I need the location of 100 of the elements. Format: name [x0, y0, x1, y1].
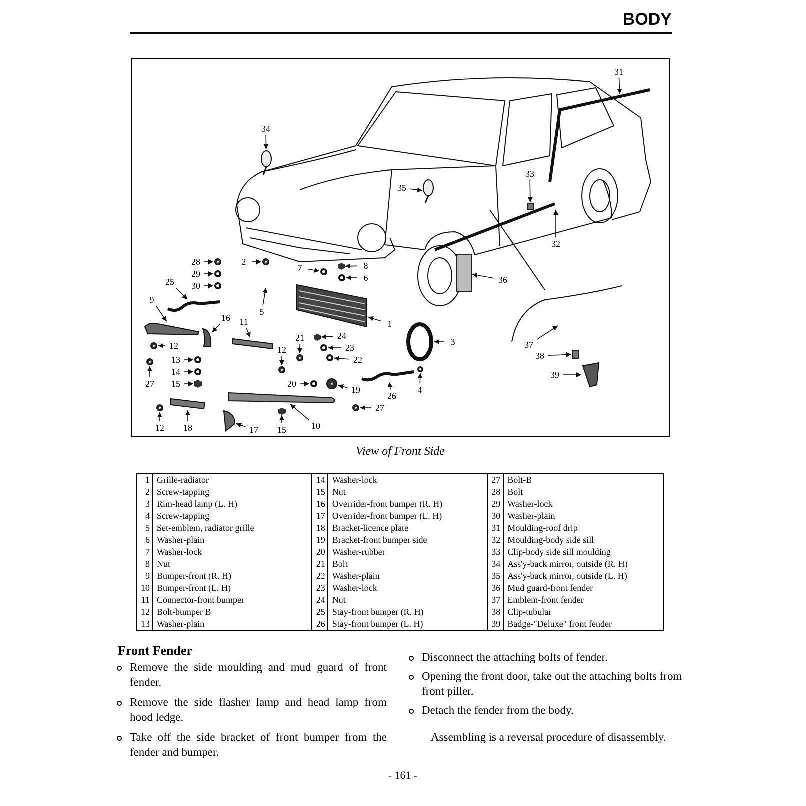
part-name: Moulding-roof drip — [506, 522, 578, 534]
part-name: Stay-front bumper (R. H) — [331, 606, 424, 618]
part-number: 10 — [137, 582, 153, 594]
leader-line — [252, 260, 262, 264]
figure-caption: View of Front Side — [355, 443, 446, 459]
rim-drawing — [406, 322, 434, 362]
clip-icon — [527, 203, 534, 210]
section-heading: Front Fender — [118, 643, 192, 659]
callout-number: 37 — [522, 340, 536, 350]
part-number: 37 — [488, 594, 504, 606]
callout-number: 38 — [533, 351, 547, 361]
leader-line — [204, 260, 214, 264]
bolt-icon — [146, 358, 154, 366]
leader-line — [184, 358, 194, 362]
callout-number: 12 — [153, 423, 167, 433]
part-number: 35 — [488, 570, 504, 582]
callout-number: 26 — [385, 391, 399, 401]
callout-number: 23 — [343, 343, 357, 353]
instruction-text: Opening the front door, take out the attaching bolts from front piller. — [422, 670, 684, 700]
leader-line — [300, 382, 310, 386]
nut-icon — [194, 380, 202, 388]
washer-icon — [214, 282, 222, 290]
bracket-drawing — [326, 378, 338, 390]
part-name: Stay-front bumper (L. H) — [331, 618, 424, 630]
nut-icon — [278, 408, 286, 415]
part-number: 9 — [137, 570, 153, 582]
part-name: Bolt — [331, 558, 348, 570]
leader-line — [176, 288, 188, 300]
callout-number: 18 — [181, 423, 195, 433]
part-number: 32 — [488, 534, 504, 546]
nut-icon — [338, 263, 345, 270]
clip-icon — [572, 350, 579, 359]
part-name: Bumper-front (R. H) — [156, 570, 232, 582]
part-number: 8 — [137, 558, 153, 570]
leader-line — [298, 344, 302, 354]
part-name: Washer-lock — [331, 582, 378, 594]
part-number: 27 — [488, 474, 504, 486]
bolt-icon — [262, 258, 270, 266]
callout-number: 15 — [275, 425, 289, 435]
leader-line — [554, 210, 558, 238]
washer-icon — [320, 268, 328, 276]
leader-line — [158, 412, 162, 422]
part-number: 16 — [312, 498, 328, 510]
part-name: Ass'y-back mirror, outside (L. H) — [506, 570, 628, 582]
leader-line — [212, 324, 221, 333]
washer-icon — [194, 356, 202, 364]
leader-line — [536, 326, 558, 340]
leader-line — [184, 382, 194, 386]
part-name: Bolt — [506, 486, 524, 498]
overrider-drawing — [222, 410, 236, 432]
callout-number: 39 — [548, 370, 562, 380]
washer-icon — [326, 354, 334, 362]
part-number: 28 — [488, 486, 504, 498]
callout-number: 25 — [163, 277, 177, 287]
callout-number: 10 — [309, 421, 323, 431]
callout-number: 33 — [523, 169, 537, 179]
part-number: 11 — [137, 594, 153, 606]
bolt-icon — [156, 404, 164, 412]
bracket-drawing — [170, 398, 206, 410]
leader-line — [321, 334, 334, 340]
mirror-drawing — [423, 179, 434, 204]
leader-line — [204, 284, 214, 288]
part-name: Emblem-front fender — [506, 594, 584, 606]
bolt-icon — [278, 366, 286, 374]
callout-number: 21 — [293, 333, 307, 343]
leader-line — [156, 306, 168, 322]
part-name: Bolt-bumper B — [156, 606, 212, 618]
part-name: Overrider-front bumper (R. H) — [331, 498, 443, 510]
leader-line — [472, 272, 495, 279]
washer-icon — [194, 368, 202, 376]
part-name: Bracket-front bumper side — [331, 534, 428, 546]
mud-guard-drawing — [456, 254, 472, 292]
part-number: 21 — [312, 558, 328, 570]
leader-line — [563, 372, 582, 378]
callout-number: 27 — [373, 403, 387, 413]
callout-number: 3 — [446, 337, 460, 347]
leader-line — [308, 268, 320, 273]
callout-number: 2 — [237, 257, 251, 267]
leader-line — [334, 356, 350, 362]
part-number: 1 — [137, 474, 153, 486]
badge-drawing — [582, 362, 600, 388]
leader-line — [368, 316, 382, 322]
leader-line — [328, 346, 342, 350]
part-number: 17 — [312, 510, 328, 522]
leader-line — [360, 406, 372, 410]
callout-number: 15 — [169, 379, 183, 389]
callout-number: 6 — [359, 273, 373, 283]
callout-number: 30 — [189, 281, 203, 291]
part-number: 25 — [312, 606, 328, 618]
instruction-text: Disconnect the attaching bolts of fender. — [422, 651, 608, 666]
part-name: Clip-body side sill moulding — [506, 546, 611, 558]
leader-line — [338, 384, 348, 390]
part-number: 7 — [137, 546, 153, 558]
leader-line — [280, 415, 284, 424]
part-number: 22 — [312, 570, 328, 582]
part-name: Washer-plain — [506, 510, 556, 522]
part-number: 4 — [137, 510, 153, 522]
nut-icon — [314, 334, 321, 341]
part-name: Nut — [331, 486, 346, 498]
callout-number: 35 — [395, 183, 409, 193]
